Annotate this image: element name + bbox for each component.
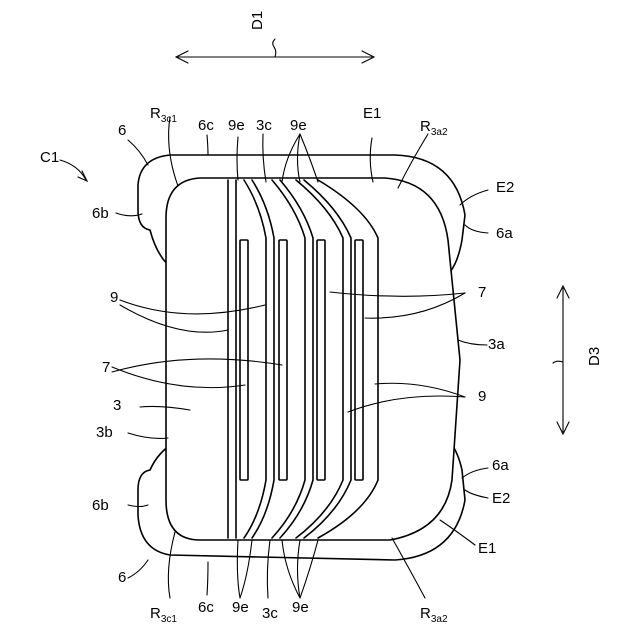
label-9e-bottom-2: 9e [292, 599, 309, 616]
label-6-top: 6 [118, 122, 126, 139]
label-9-right: 9 [478, 388, 486, 405]
label-6b-top: 6b [92, 205, 109, 222]
label-3c-top: 3c [256, 117, 272, 134]
label-7-right: 7 [478, 284, 486, 301]
label-d3: D3 [586, 347, 603, 366]
label-9e-bottom-1: 9e [232, 599, 249, 616]
label-r3c1-bottom: R3c1 [150, 605, 177, 625]
label-r3c1-top: R3c1 [150, 105, 177, 125]
label-c1: C1 [40, 149, 59, 166]
label-6c-bottom: 6c [198, 599, 214, 616]
label-6a-top: 6a [496, 225, 513, 242]
label-3b: 3b [96, 424, 113, 441]
label-e2-top: E2 [496, 179, 514, 196]
label-3a: 3a [488, 336, 505, 353]
label-6c-top: 6c [198, 117, 214, 134]
label-9e-top-2: 9e [290, 117, 307, 134]
label-r3a2-bottom: R3a2 [420, 605, 448, 625]
label-6b-bottom: 6b [92, 497, 109, 514]
label-e2-bottom: E2 [492, 490, 510, 507]
label-7-left: 7 [102, 359, 110, 376]
label-3: 3 [113, 397, 121, 414]
direction-arrow-d1 [176, 39, 374, 63]
label-6a-bottom: 6a [492, 457, 509, 474]
label-e1-top: E1 [363, 105, 381, 122]
label-e1-bottom: E1 [478, 540, 496, 557]
label-d1: D1 [249, 11, 266, 30]
label-r3a2-top: R3a2 [420, 118, 448, 138]
label-6-bottom: 6 [118, 569, 126, 586]
label-9e-top-1: 9e [228, 117, 245, 134]
label-3c-bottom: 3c [262, 605, 278, 622]
direction-arrow-d3 [553, 286, 569, 434]
label-9-left: 9 [110, 289, 118, 306]
